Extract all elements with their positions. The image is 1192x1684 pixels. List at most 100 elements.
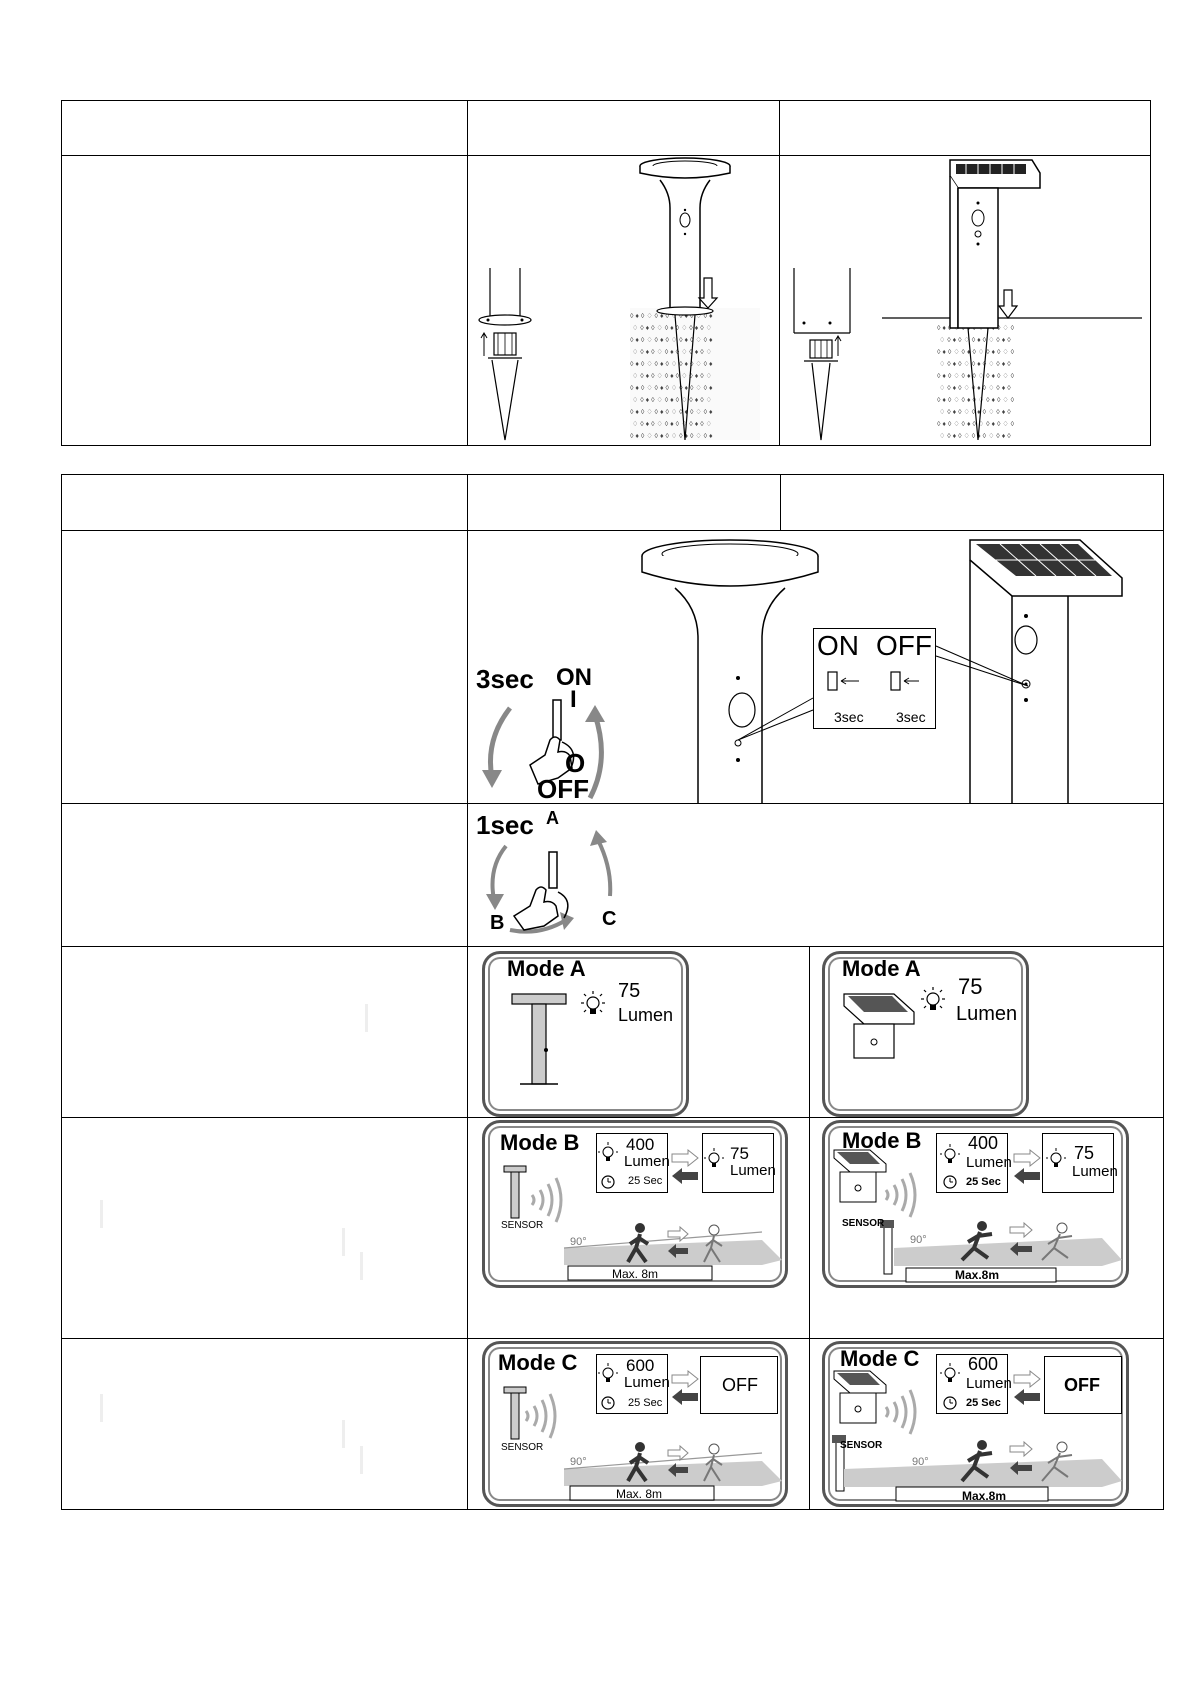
mode-a-lumen-unit-square: Lumen <box>956 1003 1018 1025</box>
mode-c-title-square: Mode C <box>840 1346 920 1371</box>
arrow-right-icon <box>1013 1369 1041 1389</box>
mode-c-off-label-square: OFF <box>1064 1375 1100 1395</box>
mode-c-angle-round: 90° <box>570 1456 587 1468</box>
mode-c-time-round: 25 Sec <box>628 1397 663 1409</box>
scan-mark <box>365 1004 368 1032</box>
mode-b-low-unit-square: Lumen <box>1072 1163 1118 1180</box>
mode-a-lumen-value-square: 75 <box>958 974 983 999</box>
mode-b-range-square: Max.8m <box>955 1268 1000 1282</box>
svg-text:♢ ◊ ♦ ◊ ♢ ◊ ♦ ◊ ♢ ◊ ♦ ◊: ♢ ◊ ♦ ◊ ♢ ◊ ♦ ◊ ♢ ◊ ♦ ◊ <box>939 360 1011 368</box>
svg-text:◊ ♦ ◊ ♢ ◊ ♦ ◊ ♢ ◊ ♦ ◊ ♢ ◊ ♦: ◊ ♦ ◊ ♢ ◊ ♦ ◊ ♢ ◊ ♦ ◊ ♢ ◊ ♦ <box>630 432 713 440</box>
round-bollard-icon <box>511 993 567 1085</box>
mode-c-time-square: 25 Sec <box>966 1397 1001 1409</box>
round-bollard-large <box>641 539 819 803</box>
mode-c-off-box-square <box>1044 1356 1122 1414</box>
scan-mark <box>360 1252 363 1280</box>
square-bollard-large <box>969 539 1123 803</box>
mode-c-title-round: Mode C <box>498 1350 578 1375</box>
timer-icon <box>943 1175 957 1189</box>
mode-c-angle-square: 90° <box>912 1456 929 1468</box>
square-bollard-install-illustration: ◊ ♦ ◊ ♢ ◊ ♦ ◊ ♢ ◊ ♦ ◊ ♢ ◊ ♢ ◊ ♦ ◊ ♢ ◊ ♦ … <box>793 159 1142 441</box>
callout-switch-diagrams <box>737 645 1029 741</box>
scan-mark <box>342 1228 345 1256</box>
svg-text:◊ ♦ ◊ ♢ ◊ ♦ ◊ ♢ ◊ ♦ ◊ ♢ ◊ ♦: ◊ ♦ ◊ ♢ ◊ ♦ ◊ ♢ ◊ ♦ ◊ ♢ ◊ ♦ <box>630 408 713 416</box>
bulb-icon <box>940 1144 960 1163</box>
mode-b-sensor-round: SENSOR <box>501 1220 544 1231</box>
mode-b-high-unit-square: Lumen <box>966 1154 1012 1171</box>
svg-text:◊ ♦ ◊ ♢ ◊ ♦ ◊ ♢ ◊ ♦ ◊ ♢ ◊ ♦: ◊ ♦ ◊ ♢ ◊ ♦ ◊ ♢ ◊ ♦ ◊ ♢ ◊ ♦ <box>630 336 713 344</box>
running-person-icon <box>960 1440 993 1483</box>
cycle-mode-c: C <box>602 908 617 930</box>
running-person-icon <box>960 1221 993 1262</box>
operation-col-divider-1 <box>467 474 468 1510</box>
walking-person-icon <box>703 1443 723 1482</box>
operation-col-divider-2-header <box>780 474 781 530</box>
mode-b-square-diagram <box>833 1144 1122 1283</box>
install-table-col-divider-1 <box>467 100 468 446</box>
switch-off-label: OFF <box>537 774 589 804</box>
mode-c-sensor-round: SENSOR <box>501 1442 544 1453</box>
svg-text:♢ ◊ ♦ ◊ ♢ ◊ ♦ ◊ ♢ ◊ ♦ ◊ ♢: ♢ ◊ ♦ ◊ ♢ ◊ ♦ ◊ ♢ ◊ ♦ ◊ ♢ <box>632 420 712 428</box>
bulb-icon <box>581 991 605 1014</box>
switch-off-mark: O <box>565 748 586 778</box>
mode-b-low-unit-round: Lumen <box>730 1162 776 1179</box>
walking-person-icon <box>626 1223 650 1264</box>
mode-c-round-diagram <box>503 1363 782 1501</box>
switch-hold-time: 3sec <box>476 664 534 694</box>
svg-text:◊ ♦ ◊ ♢ ◊ ♦ ◊ ♢ ◊ ♦ ◊ ♢ ◊: ◊ ♦ ◊ ♢ ◊ ♦ ◊ ♢ ◊ ♦ ◊ ♢ ◊ <box>937 372 1015 380</box>
timer-icon <box>601 1175 615 1189</box>
timer-icon <box>601 1396 615 1410</box>
callout-on-label: ON <box>817 630 859 661</box>
round-bollard-install-illustration: ◊ ♦ ◊ ♢ ◊ ♦ ◊ ♢ ◊ ♦ ◊ ♢ ◊ ♦ ♢ ◊ ♦ ◊ ♢ ◊ … <box>478 157 760 441</box>
timer-icon <box>943 1396 957 1410</box>
mode-b-round-diagram <box>503 1142 782 1281</box>
svg-text:♢ ◊ ♦ ◊ ♢ ◊ ♦ ◊ ♢ ◊ ♦ ◊ ♢: ♢ ◊ ♦ ◊ ♢ ◊ ♦ ◊ ♢ ◊ ♦ ◊ ♢ <box>632 372 712 380</box>
mode-c-off-label-round: OFF <box>722 1375 758 1395</box>
square-lamp-icon <box>843 993 915 1059</box>
svg-text:♢ ◊ ♦ ◊ ♢ ◊ ♦ ◊ ♢ ◊ ♦ ◊: ♢ ◊ ♦ ◊ ♢ ◊ ♦ ◊ ♢ ◊ ♦ ◊ <box>939 336 1011 344</box>
svg-text:◊ ♦ ◊ ♢ ◊ ♦ ◊ ♢ ◊ ♦ ◊ ♢ ◊ ♦: ◊ ♦ ◊ ♢ ◊ ♦ ◊ ♢ ◊ ♦ ◊ ♢ ◊ ♦ <box>630 384 713 392</box>
cycle-mode-b: B <box>490 912 505 934</box>
bulb-icon <box>598 1363 618 1382</box>
operation-row-divider-2 <box>61 946 1164 947</box>
arrow-left-icon <box>672 1168 698 1184</box>
mode-c-range-round: Max. 8m <box>616 1487 663 1501</box>
cycle-press-time: 1sec <box>476 810 534 840</box>
operation-col-divider-2-modes <box>809 946 810 1510</box>
arrow-left-icon <box>1014 1168 1040 1184</box>
mode-c-range-square: Max.8m <box>962 1489 1007 1503</box>
switch-on-mark: I <box>570 686 577 713</box>
walking-person-icon <box>703 1224 723 1263</box>
mode-b-angle-round: 90° <box>570 1236 587 1248</box>
mode-c-high-value-square: 600 <box>968 1354 999 1374</box>
mode-b-range-round: Max. 8m <box>612 1267 659 1281</box>
bulb-icon <box>940 1363 960 1382</box>
arrow-right-icon <box>671 1148 699 1168</box>
operation-row-divider-1 <box>61 803 1164 804</box>
mode-a-lumen-value-round: 75 <box>618 980 641 1002</box>
svg-text:◊ ♦ ◊ ♢ ◊ ♦ ◊ ♢ ◊ ♦ ◊ ♢ ◊ ♦: ◊ ♦ ◊ ♢ ◊ ♦ ◊ ♢ ◊ ♦ ◊ ♢ ◊ ♦ <box>630 312 713 320</box>
walking-person-icon <box>626 1442 650 1483</box>
cycle-mode-a: A <box>546 808 559 828</box>
bulb-icon <box>921 987 945 1010</box>
svg-text:♢ ◊ ♦ ◊ ♢ ◊ ♦ ◊ ♢ ◊ ♦ ◊: ♢ ◊ ♦ ◊ ♢ ◊ ♦ ◊ ♢ ◊ ♦ ◊ <box>939 432 1011 440</box>
arrow-right-icon <box>1013 1148 1041 1168</box>
mode-a-lumen-unit-round: Lumen <box>618 1005 674 1025</box>
hand-press-icon <box>512 886 559 931</box>
bulb-icon <box>598 1142 618 1161</box>
svg-text:◊ ♦ ◊ ♢ ◊ ♦ ◊ ♢ ◊ ♦ ◊ ♢ ◊: ◊ ♦ ◊ ♢ ◊ ♦ ◊ ♢ ◊ ♦ ◊ ♢ ◊ <box>937 348 1015 356</box>
svg-text:♢ ◊ ♦ ◊ ♢ ◊ ♦ ◊ ♢ ◊ ♦ ◊ ♢: ♢ ◊ ♦ ◊ ♢ ◊ ♦ ◊ ♢ ◊ ♦ ◊ ♢ <box>632 396 712 404</box>
mode-c-sensor-square: SENSOR <box>840 1440 883 1451</box>
arrow-right-icon <box>671 1369 699 1389</box>
mode-b-sensor-square: SENSOR <box>842 1218 885 1229</box>
switch-on-label: ON <box>556 664 592 691</box>
svg-text:◊ ♦ ◊ ♢ ◊ ♦ ◊ ♢ ◊ ♦ ◊ ♢ ◊: ◊ ♦ ◊ ♢ ◊ ♦ ◊ ♢ ◊ ♦ ◊ ♢ ◊ <box>937 420 1015 428</box>
mode-c-high-value-round: 600 <box>626 1356 655 1375</box>
install-table-col-divider-2 <box>779 100 780 446</box>
mode-a-panel-round <box>482 951 689 1117</box>
operation-table <box>61 474 1164 1510</box>
mode-a-title-square: Mode A <box>842 956 921 981</box>
install-table <box>61 100 1151 446</box>
mode-b-title-round: Mode B <box>500 1130 580 1155</box>
operation-row-divider-4 <box>61 1338 1164 1339</box>
